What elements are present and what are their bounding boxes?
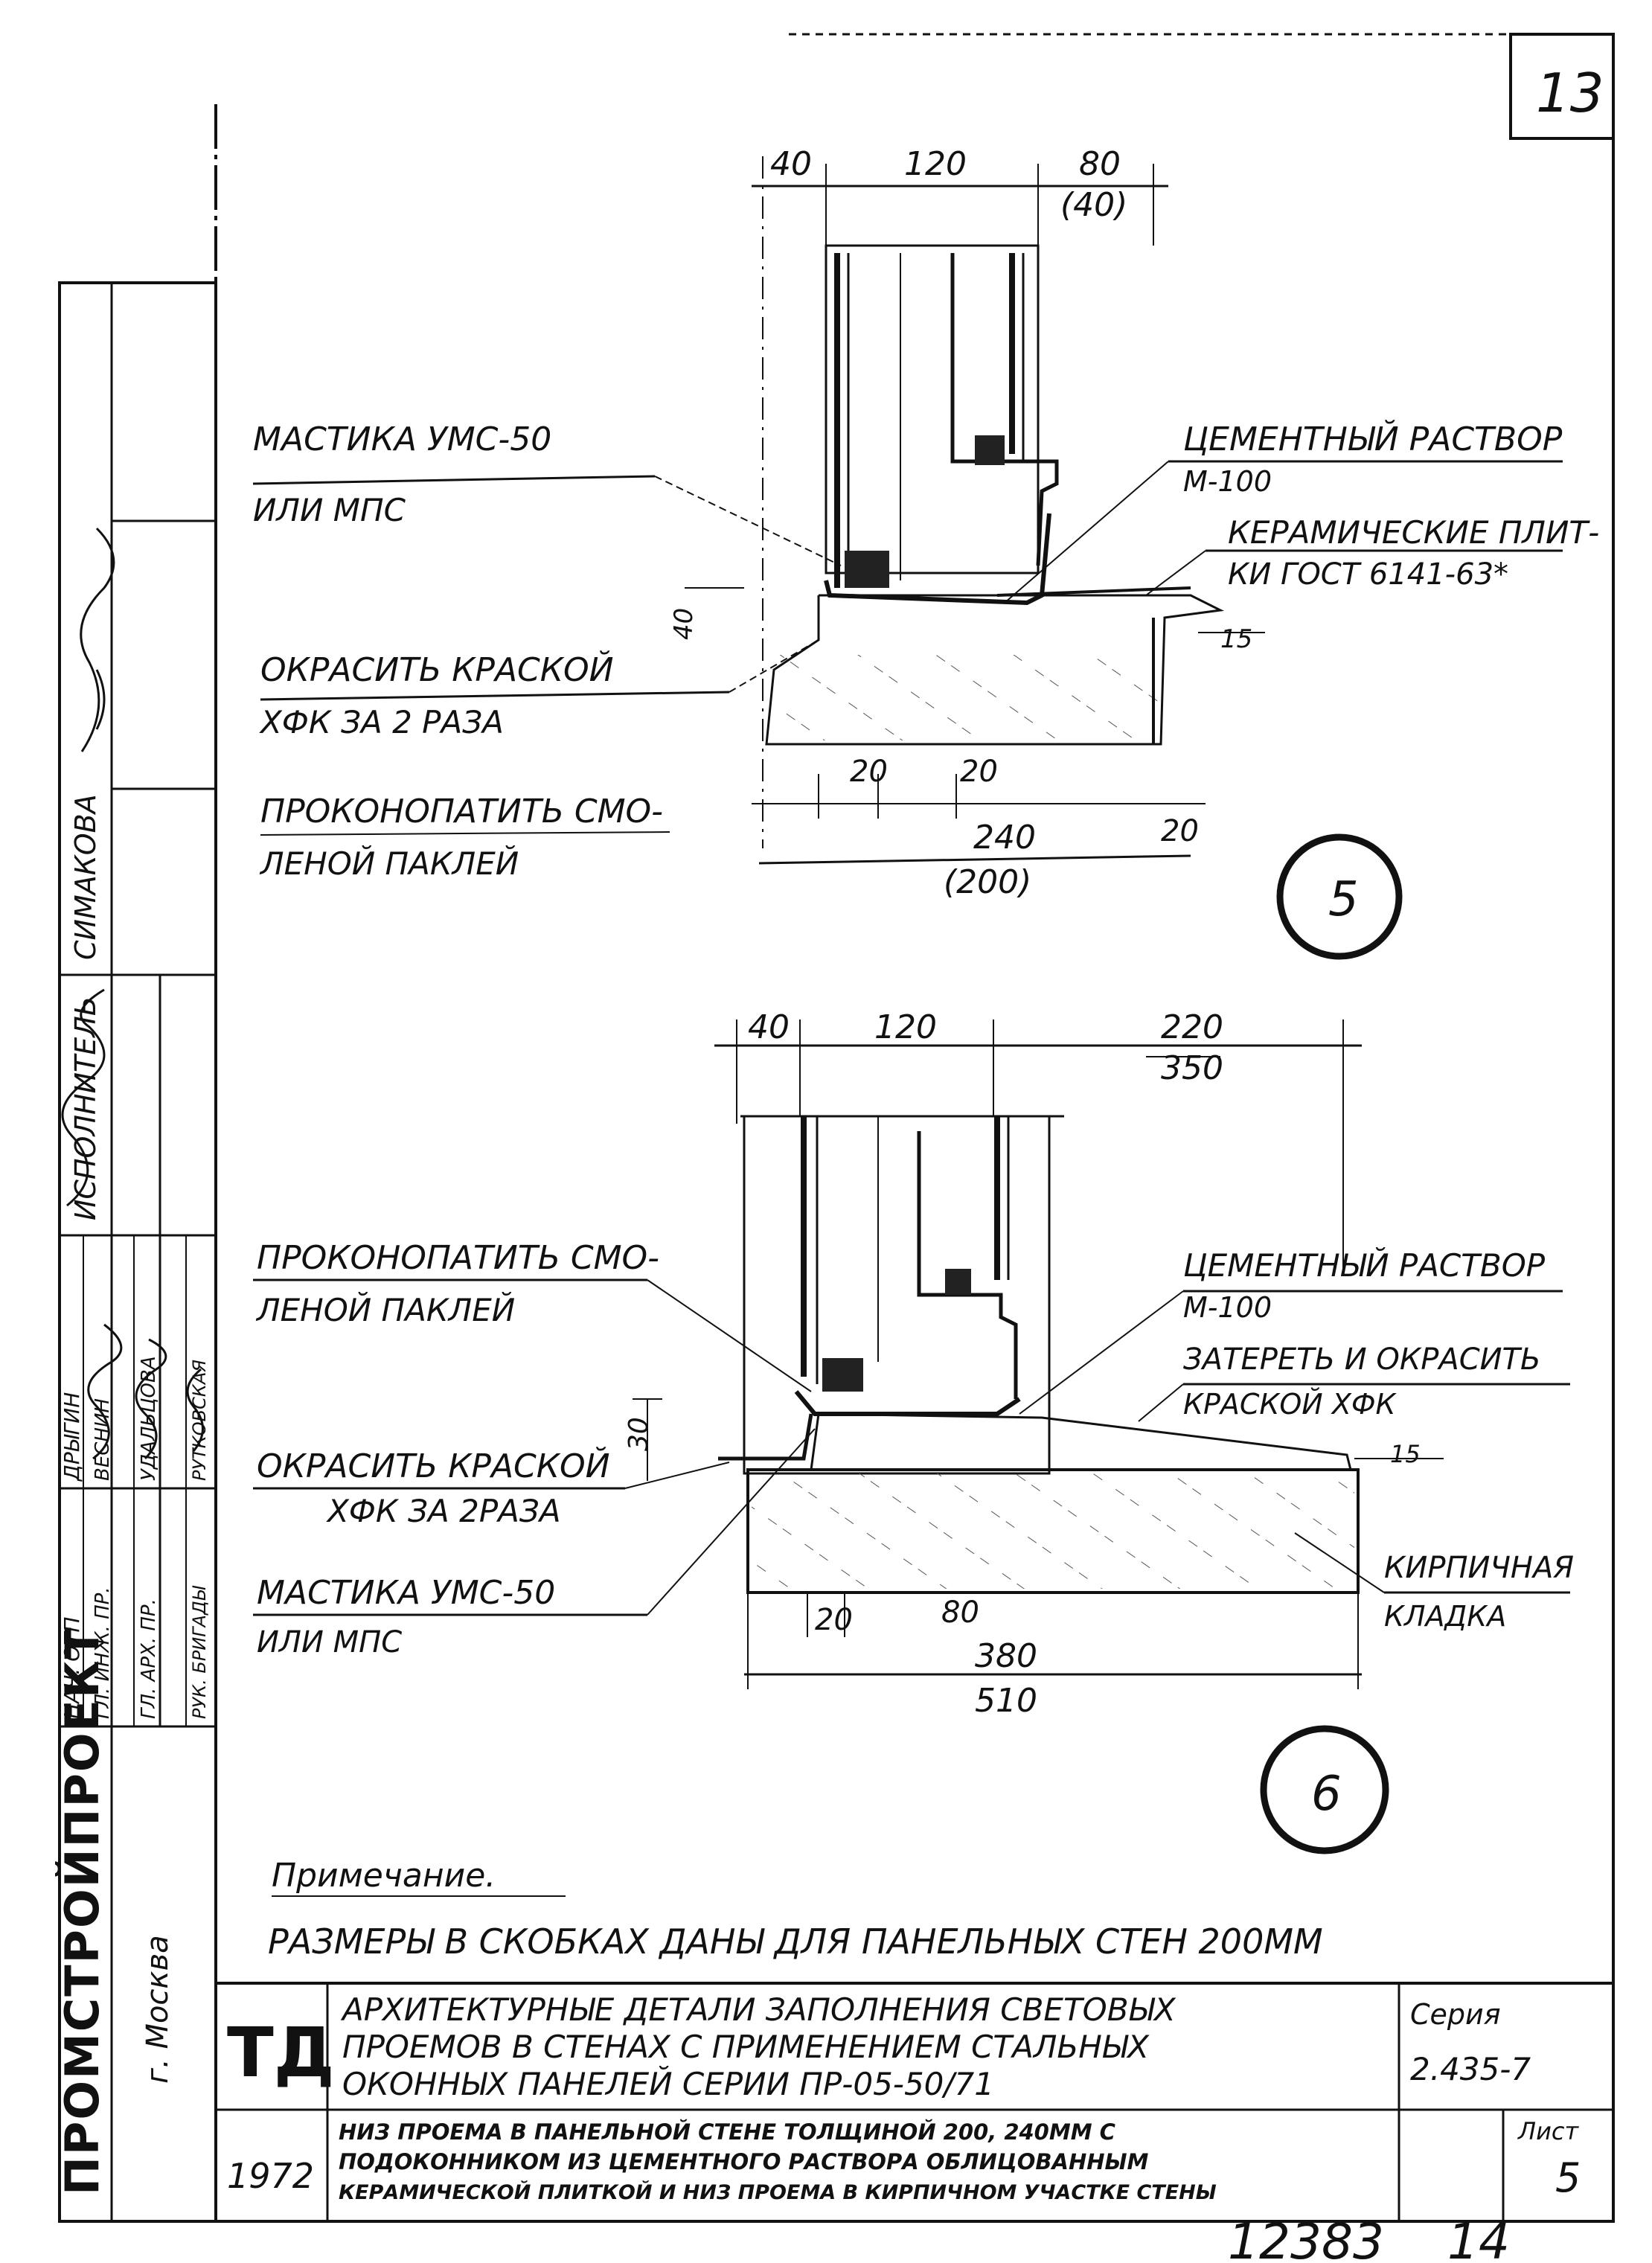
- d5-hatch: [774, 655, 1161, 740]
- title-line-3: оконных панелей серии ПР-05-50/71: [342, 2065, 994, 2102]
- desc-line-1: Низ проема в панельной стене толщиной 20…: [339, 2119, 1115, 2145]
- d6-marker-circle: [1260, 1725, 1389, 1854]
- d6-brick-1: Кирпичная: [1384, 1551, 1574, 1585]
- d6-dim-top-mid: 120: [874, 1008, 937, 1046]
- executor-label: Исполнитель: [69, 996, 102, 1220]
- desc-line-2: подоконником из цементного раствора обли…: [339, 2149, 1149, 2174]
- note-text: Размеры в скобках даны для панельных сте…: [268, 1921, 1323, 1962]
- d6-caulk-1: Проконопатить смо-: [257, 1239, 659, 1277]
- d6-paint-2: ХФК за 2раза: [326, 1493, 561, 1529]
- d6-bolt: [945, 1269, 971, 1295]
- role-2-name: Веснин: [92, 1398, 114, 1481]
- note-title: Примечание.: [272, 1857, 496, 1895]
- d6-mortar-1: Цементный раствор: [1183, 1246, 1546, 1284]
- d6-trowel-2: краской ХФК: [1183, 1388, 1398, 1421]
- sheet-value: 5: [1555, 2154, 1581, 2201]
- title-block: ТД 1972 Архитектурные детали заполнения …: [214, 1982, 1615, 2223]
- d5-dim-top-left: 40: [770, 145, 812, 183]
- d6-dim-top-left: 40: [748, 1008, 790, 1046]
- d6-mortar-2: М-100: [1183, 1291, 1272, 1324]
- sheet-number: 13: [1536, 62, 1604, 124]
- d5-dim-edge: 20: [1161, 814, 1199, 848]
- d5-paint-2: ХФК за 2 раза: [259, 704, 504, 740]
- d5-marker-number: 5: [1328, 872, 1359, 927]
- d6-mastic-2: или МПС: [257, 1625, 402, 1659]
- d5-dim-side: 40: [669, 608, 699, 640]
- desc-line-3: керамической плиткой и низ проема в кирп…: [339, 2180, 1217, 2204]
- d5-dim-a: 20: [850, 755, 888, 789]
- d5-mortar-1: Цементный раствор: [1183, 419, 1563, 458]
- d6-mastic-1: Мастика УМС-50: [257, 1574, 555, 1612]
- d5-dim-top-right-alt: (40): [1060, 186, 1127, 224]
- d6-dim-width: 380: [975, 1637, 1037, 1675]
- d6-dim-b: 80: [941, 1595, 979, 1630]
- org-name: ПРОМСТРОЙПРОЕКТ: [55, 1626, 109, 2195]
- year: 1972: [227, 2156, 314, 2196]
- d5-mastic-1: Мастика УМС-50: [253, 420, 551, 458]
- signature-3: [87, 1323, 123, 1460]
- d5-mortar-2: М-100: [1183, 465, 1272, 498]
- d5-caulk-2: леной паклей: [259, 845, 519, 882]
- d6-caulk-2: леной паклей: [255, 1291, 515, 1328]
- d6-hatch: [752, 1473, 1354, 1589]
- executor-name: Симакова: [69, 794, 102, 960]
- d6-trowel-1: Затереть и окрасить: [1183, 1342, 1540, 1377]
- d6-brick-2: кладка: [1384, 1600, 1506, 1633]
- d5-caulk-1: Проконопатить смо-: [260, 793, 663, 830]
- d5-dim-top-right: 80: [1079, 145, 1121, 183]
- signature-1: [80, 527, 115, 752]
- d6-dim-step: 15: [1390, 1440, 1421, 1468]
- detail-5: 40 120 80 (40) 20 20 240 (200) 20 15 40: [252, 145, 1599, 960]
- d6-dim-side: 30: [624, 1417, 654, 1451]
- d6-marker-number: 6: [1311, 1767, 1342, 1822]
- d5-dim-step: 15: [1220, 624, 1252, 654]
- note-block: Примечание. Размеры в скобках даны для п…: [268, 1857, 1323, 1962]
- d5-dim-width: 240: [973, 819, 1036, 857]
- d5-marker-circle: [1276, 833, 1403, 960]
- series-label: Серия: [1410, 1998, 1501, 2031]
- d5-tiles-2: ки ГОСТ 6141-63*: [1228, 557, 1508, 592]
- role-2: Гл. инж. пр.: [92, 1587, 114, 1719]
- detail-6: 40 120 220 350 20 80 380 510 15 30: [253, 1008, 1574, 1854]
- signature-5: [186, 1368, 204, 1452]
- d5-dim-b: 20: [960, 755, 998, 789]
- archive-number: 12383: [1228, 2213, 1384, 2263]
- d5-bolt: [975, 435, 1005, 465]
- sheet-label: Лист: [1517, 2117, 1579, 2145]
- side-stamp: ПРОМСТРОЙПРОЕКТ г. Москва Исполнитель Си…: [55, 281, 217, 2223]
- series-value: 2.435-7: [1410, 2051, 1531, 2087]
- d5-mastic-2: или МПС: [253, 492, 406, 528]
- td-mark: ТД: [227, 2013, 335, 2093]
- d5-dim-top-mid: 120: [904, 145, 967, 183]
- role-4: Рук. бригады: [189, 1585, 210, 1719]
- d6-dim-top-right-alt: 350: [1161, 1049, 1223, 1087]
- signature-4: [135, 1338, 167, 1460]
- d6-paint-1: Окрасить краской: [257, 1446, 610, 1485]
- d6-dim-width-alt: 510: [975, 1682, 1037, 1720]
- d6-dim-a: 20: [815, 1603, 853, 1637]
- d6-bolt-lower: [822, 1358, 863, 1392]
- role-1: Нач. ОТП: [60, 1617, 84, 1719]
- d5-paint-1: Окрасить краской: [260, 650, 614, 689]
- d6-dim-top-right: 220: [1161, 1008, 1223, 1046]
- d5-tiles-1: Керамические плит-: [1228, 514, 1599, 551]
- role-3: Гл. арх. пр.: [138, 1598, 160, 1719]
- org-city: г. Москва: [141, 1935, 175, 2084]
- d5-bolt-lower: [845, 551, 889, 588]
- title-line-1: Архитектурные детали заполнения световых: [340, 1991, 1176, 2028]
- role-1-name: Дрыгин: [60, 1392, 84, 1482]
- d5-dim-width-alt: (200): [944, 863, 1031, 901]
- title-line-2: проемов в стенах с применением стальных: [342, 2029, 1150, 2065]
- page-number: 14: [1447, 2213, 1510, 2263]
- signature-2: [61, 988, 106, 1207]
